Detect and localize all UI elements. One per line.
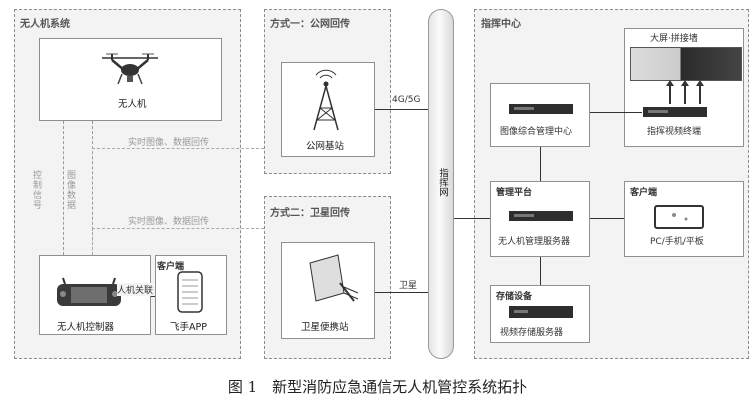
video-mgmt-server-icon (509, 104, 573, 114)
client-title: 客户端 (630, 188, 658, 198)
storage-server-label: 视频存储服务器 (500, 328, 564, 338)
uav-mgmt-server-icon (509, 211, 573, 221)
realtime-bottom-riser (92, 228, 93, 255)
net-4g5g-line (375, 109, 428, 110)
center-bus-line (540, 147, 541, 181)
image-data-line (92, 121, 93, 255)
bus-to-platform-line (474, 218, 490, 219)
satellite-terminal-label: 卫星便携站 (301, 322, 349, 333)
remote-controller-icon (57, 277, 121, 306)
app-label: 飞手APP (170, 322, 207, 333)
uav-link-line (151, 296, 155, 297)
cell-tower-icon (313, 69, 339, 131)
video-wall-title: 大屏·拼接墙 (650, 34, 698, 44)
base-station-label: 公网基站 (306, 141, 345, 152)
drone-label: 无人机 (118, 99, 147, 110)
control-signal-line (63, 121, 64, 255)
command-net-label: 指挥网 (437, 168, 448, 197)
command-net-pipe (428, 9, 454, 359)
tablet-icon (654, 205, 704, 229)
realtime-top-label: 实时图像、数据回传 (128, 138, 210, 148)
figure-caption: 图 1 新型消防应急通信无人机管控系统拓扑 (227, 378, 528, 396)
app-client-title: 客户端 (157, 262, 185, 272)
net-4g5g-label: 4G/5G (392, 95, 421, 105)
mgmt-to-wall-line (590, 112, 642, 113)
arrow-up-icon (666, 80, 704, 104)
storage-server-icon (509, 306, 573, 318)
sat-link-line (375, 292, 428, 293)
platform-to-storage-line (540, 257, 541, 285)
video-decoder-icon (643, 107, 707, 117)
storage-title: 存储设备 (496, 292, 533, 302)
video-decoder-label: 指挥视频终端 (647, 127, 702, 137)
image-data-label: 图像数据 (65, 170, 75, 210)
uav-link-label: 人机关联 (117, 283, 154, 296)
command-center-title: 指挥中心 (481, 19, 521, 30)
video-mgmt-box (490, 83, 590, 147)
uav-system-title: 无人机系统 (20, 19, 70, 30)
base-station-box (281, 62, 375, 157)
net-to-center-line (454, 218, 474, 219)
realtime-bottom-line (92, 228, 264, 229)
realtime-top-line (92, 148, 264, 149)
public-net-title: 方式一：公网回传 (270, 19, 350, 30)
controller-label: 无人机控制器 (57, 322, 115, 333)
pc-tablet-label: PC/手机/平板 (650, 237, 704, 247)
uav-mgmt-server-label: 无人机管理服务器 (498, 237, 571, 247)
realtime-bottom-label: 实时图像、数据回传 (128, 217, 210, 227)
sat-link-label: 卫星 (399, 281, 418, 291)
control-signal-label: 控制信号 (31, 170, 41, 210)
satellite-terminal-icon (309, 254, 359, 302)
mgmt-platform-title: 管理平台 (496, 188, 533, 198)
video-wall-screen (630, 47, 742, 81)
video-mgmt-label: 图像综合管理中心 (500, 127, 573, 137)
drone-icon (102, 53, 158, 85)
phone-icon (177, 271, 203, 313)
satellite-title: 方式二：卫星回传 (270, 208, 350, 219)
platform-to-client-line (590, 218, 624, 219)
